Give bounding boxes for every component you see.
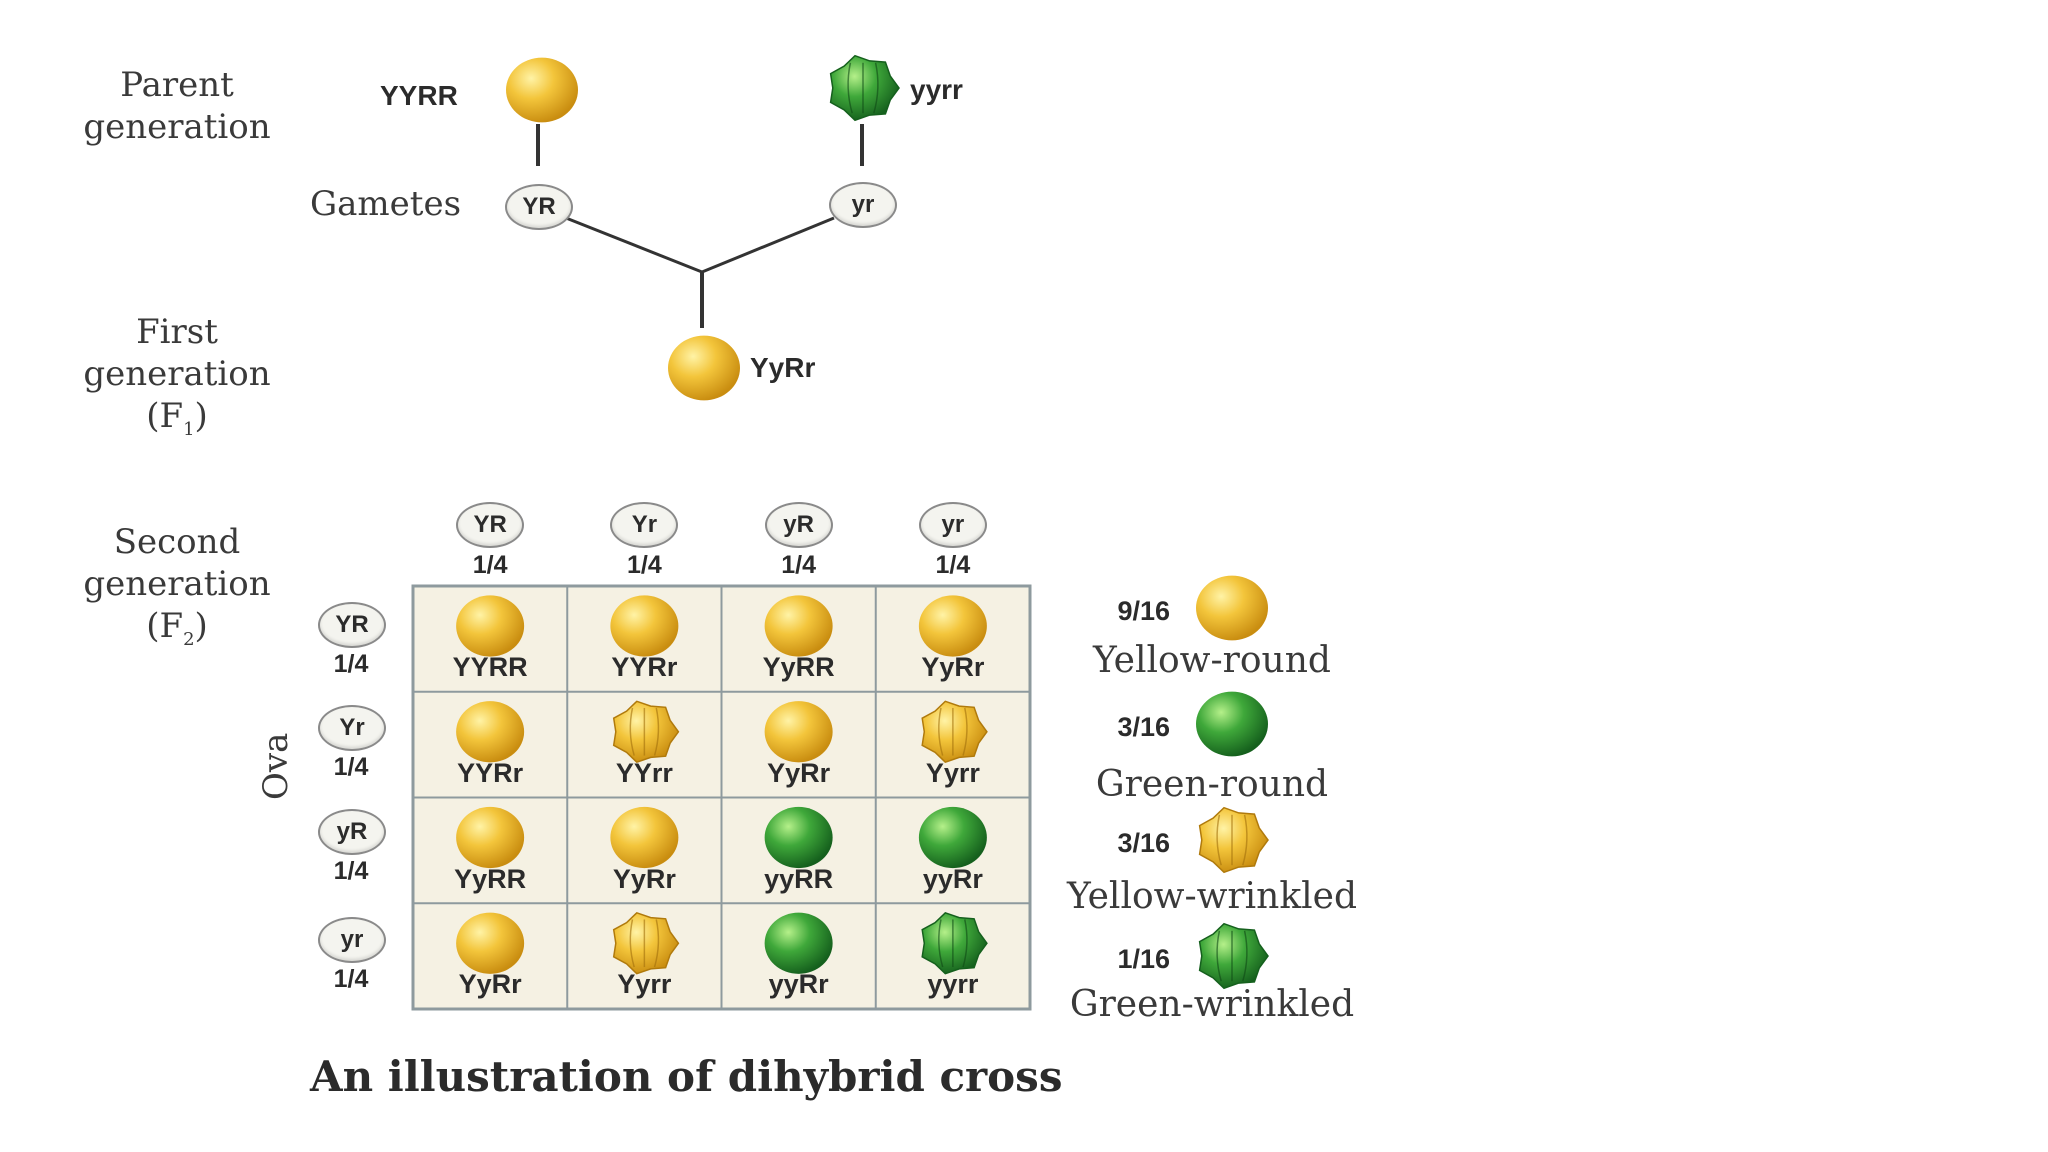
ova-gamete-bubble: yR <box>318 809 386 855</box>
sperm-gamete-bubble: yr <box>918 502 987 548</box>
punnett-cell-genotype: YyRR <box>762 652 835 682</box>
ova-label: Ova <box>256 732 296 800</box>
phenotype-fraction: 9/16 <box>1117 596 1170 626</box>
punnett-cell-genotype: yyRr <box>768 969 829 1000</box>
phenotype-name: Yellow-round <box>1093 640 1331 681</box>
phenotype-fraction: 3/16 <box>1117 828 1170 858</box>
gamete-right-bubble: yr <box>829 182 897 228</box>
punnett-cell-genotype: yyRR <box>764 863 834 894</box>
punnett-grid-lines <box>413 586 1030 1009</box>
phenotype-fraction: 1/16 <box>1117 944 1170 974</box>
punnett-cell-genotype: YYrr <box>615 757 673 788</box>
sperm-gamete-bubble: YR <box>456 502 525 548</box>
f1-genotype: YyRr <box>750 352 816 383</box>
punnett-cell-genotype: YYRr <box>457 757 524 788</box>
punnett-cell-genotype: YYRR <box>452 652 528 682</box>
phenotype-name: Yellow-wrinkled <box>1066 876 1358 917</box>
sperm-gamete-bubble: yR <box>764 502 833 548</box>
diagram-caption: An illustration of dihybrid cross <box>310 1052 1063 1101</box>
punnett-cell-genotype: YyRr <box>612 863 676 894</box>
gamete-left-branch <box>565 216 703 274</box>
second-generation-label: Second generation (F2) <box>83 522 271 650</box>
gamete-right-branch <box>701 216 835 274</box>
punnett-cell-genotype: Yyrr <box>617 969 672 1000</box>
phenotype-fraction: 3/16 <box>1117 712 1170 742</box>
ova-gamete-fraction: 1/4 <box>333 857 369 885</box>
sperm-gamete-fraction: 1/4 <box>935 551 971 579</box>
sperm-gamete-fraction: 1/4 <box>781 551 816 579</box>
punnett-cell-genotype: YYRr <box>611 652 678 682</box>
punnett-cell-genotype: YyRr <box>767 757 831 788</box>
ova-gamete-fraction: 1/4 <box>333 965 369 993</box>
punnett-cell-genotype: YyRr <box>921 652 985 682</box>
gametes-label: Gametes <box>310 184 462 224</box>
sperm-gamete-bubble: Yr <box>610 502 679 548</box>
sperm-gamete-fraction: 1/4 <box>472 551 508 579</box>
gamete-left-bubble: YR <box>505 184 573 230</box>
punnett-cell-genotype: yyRr <box>922 863 983 894</box>
phenotype-name: Green-round <box>1095 764 1329 805</box>
punnett-cell-genotype: Yyrr <box>925 757 980 788</box>
punnett-cell-genotype: YyRR <box>454 863 527 894</box>
ova-gamete-fraction: 1/4 <box>333 650 369 678</box>
punnett-cell-genotype: yyrr <box>927 969 979 1000</box>
ova-gamete-bubble: Yr <box>318 705 386 751</box>
parent-generation-label: Parent generation <box>83 65 271 147</box>
sperm-gamete-fraction: 1/4 <box>626 551 662 579</box>
punnett-cell-genotype: YyRr <box>458 969 522 1000</box>
parent-right-genotype: yyrr <box>910 74 963 105</box>
ova-gamete-fraction: 1/4 <box>333 753 369 781</box>
phenotype-name: Green-wrinkled <box>1069 984 1355 1025</box>
parent-left-genotype: YYRR <box>380 80 458 111</box>
ova-gamete-bubble: YR <box>318 602 386 648</box>
first-generation-label: First generation (F1) <box>83 312 271 440</box>
ova-gamete-bubble: yr <box>318 917 386 963</box>
